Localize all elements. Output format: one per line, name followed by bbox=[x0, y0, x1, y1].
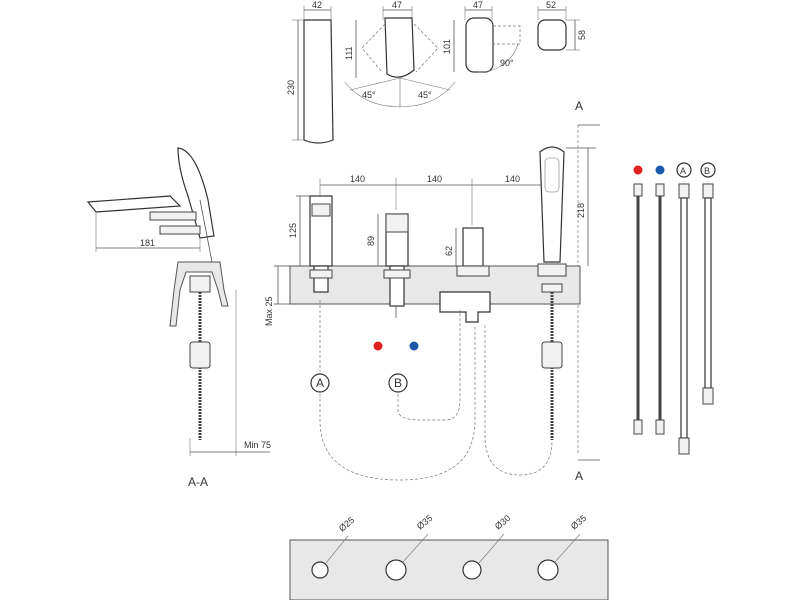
dim-holder-height: 58 bbox=[577, 30, 587, 40]
kit-label-a: A bbox=[680, 166, 686, 176]
diverter: 62 bbox=[439, 227, 491, 323]
dim-spout-h: 125 bbox=[288, 223, 298, 238]
dim-spacing-2: 140 bbox=[427, 174, 442, 184]
spout: 125 bbox=[288, 195, 333, 293]
hole-4-dia: Ø35 bbox=[569, 513, 588, 532]
dim-diverter-angle: 90° bbox=[500, 58, 514, 68]
hole-3-dia: Ø30 bbox=[493, 513, 512, 532]
dim-spout-width: 42 bbox=[312, 0, 322, 10]
hose-label-a: A bbox=[316, 376, 324, 390]
dim-shower-h: 218 bbox=[576, 203, 586, 218]
hole-1-dia: Ø25 bbox=[337, 515, 356, 534]
kit-cold-dot bbox=[655, 165, 665, 175]
dim-lever-angle-left: 45° bbox=[362, 90, 376, 100]
top-view-spout: 42 230 bbox=[286, 0, 334, 144]
dim-lever-angle-right: 45° bbox=[418, 90, 432, 100]
dim-reach: 181 bbox=[140, 238, 155, 248]
hose-label-a-circle bbox=[310, 373, 330, 393]
dim-lever-height: 111 bbox=[344, 46, 354, 60]
dim-spout-height: 230 bbox=[286, 80, 296, 95]
top-view-lever: 47 111 45° 45° bbox=[344, 0, 456, 108]
hose-label-b-circle bbox=[388, 373, 408, 393]
hole-2-dia: Ø35 bbox=[415, 513, 434, 532]
hot-supply-dot bbox=[373, 341, 383, 351]
connection-kit: A B bbox=[633, 162, 716, 455]
dim-spacing-1: 140 bbox=[350, 174, 365, 184]
dim-lever-width: 47 bbox=[392, 0, 402, 10]
hose-label-b: B bbox=[394, 376, 402, 390]
section-label-top: A bbox=[575, 99, 583, 113]
cold-supply-dot bbox=[409, 341, 419, 351]
hand-shower: 218 bbox=[537, 146, 596, 440]
section-marker-bottom: A bbox=[575, 459, 600, 483]
mixer: 89 bbox=[366, 213, 411, 307]
section-label-bottom: A bbox=[575, 469, 583, 483]
hole-template: Ø25 Ø35 Ø30 Ø35 bbox=[289, 513, 609, 600]
dim-holder-width: 52 bbox=[546, 0, 556, 10]
kit-hot-dot bbox=[633, 165, 643, 175]
top-view-diverter: 47 101 90° bbox=[442, 0, 521, 73]
kit-label-b: B bbox=[704, 166, 710, 176]
deck-plate bbox=[289, 265, 581, 305]
dim-diverter-width: 47 bbox=[473, 0, 483, 10]
dim-min-clear: Min 75 bbox=[244, 440, 271, 450]
section-view-label: A-A bbox=[188, 475, 208, 489]
dim-spacing-3: 140 bbox=[505, 174, 520, 184]
front-elevation: 140 140 140 Max 25 125 89 bbox=[264, 146, 596, 481]
side-section: 181 Min 75 A-A bbox=[86, 147, 271, 489]
dim-mixer-h: 89 bbox=[366, 236, 376, 246]
top-view-holder: 52 58 bbox=[537, 0, 587, 51]
dim-deck-max: Max 25 bbox=[264, 296, 274, 326]
dim-diverter-h: 62 bbox=[444, 246, 454, 256]
dim-diverter-height: 101 bbox=[442, 39, 452, 54]
